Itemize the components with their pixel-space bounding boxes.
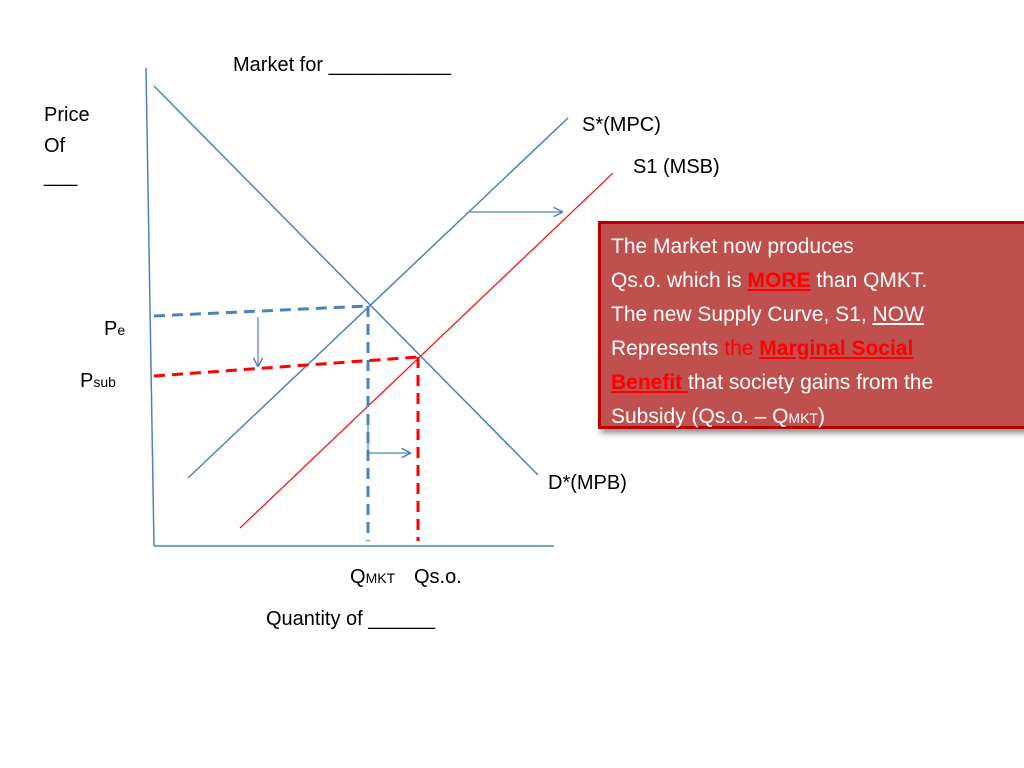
y-axis — [145, 67, 155, 547]
callout-line-6: Subsidy (Qs.o. – QMKT) — [611, 405, 825, 428]
label-qso: Qs.o. — [414, 566, 462, 588]
label-supply-msb: S1 (MSB) — [633, 156, 720, 178]
psub-dashed-line — [153, 355, 419, 378]
callout-line-3: The new Supply Curve, S1, NOW — [611, 303, 924, 326]
explanation-callout: The Market now produces Qs.o. which is M… — [598, 221, 1024, 429]
label-pe: Pe — [104, 318, 126, 340]
callout-line-1: The Market now produces — [611, 235, 854, 258]
y-axis-label-line1: Price — [44, 104, 90, 126]
supply-curve-mpc — [187, 117, 569, 479]
callout-line-5: Benefit that society gains from the — [611, 371, 934, 394]
callout-line-4: Represents the Marginal Social — [611, 337, 914, 360]
y-axis-label-line2: Of — [44, 135, 66, 157]
pe-dashed-line — [153, 304, 369, 318]
label-supply-mpc: S*(MPC) — [582, 114, 661, 136]
label-qmkt: QMKT — [350, 566, 396, 588]
y-axis-label-line3: ___ — [44, 165, 78, 187]
supply-curve-msb — [239, 172, 614, 529]
label-demand-mpb: D*(MPB) — [548, 472, 627, 494]
callout-line-2: Qs.o. which is MORE than QMKT. — [611, 269, 928, 292]
x-axis-label: Quantity of ______ — [266, 608, 436, 630]
label-psub: Psub — [80, 370, 116, 392]
diagram-title: Market for ___________ — [233, 54, 451, 76]
demand-curve — [153, 85, 539, 476]
